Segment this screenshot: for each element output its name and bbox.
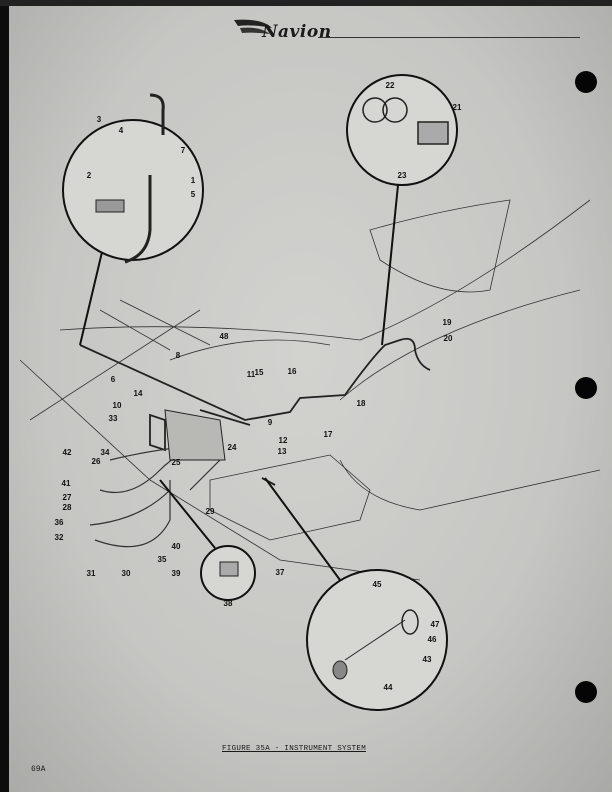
- punch-hole: [575, 71, 597, 93]
- callout-47: 47: [431, 620, 440, 629]
- navion-wing-logo: [234, 19, 272, 34]
- callout-34: 34: [101, 448, 110, 457]
- detail-leaders: [79, 184, 399, 581]
- callout-42: 42: [63, 448, 72, 457]
- callout-37: 37: [276, 568, 285, 577]
- callout-8: 8: [176, 351, 181, 360]
- callout-22: 22: [386, 81, 395, 90]
- callout-5: 5: [191, 190, 196, 199]
- callout-26: 26: [92, 457, 101, 466]
- callout-36: 36: [55, 518, 64, 527]
- callout-41: 41: [62, 479, 71, 488]
- punch-hole: [575, 681, 597, 703]
- callout-11: 11: [247, 370, 256, 379]
- callout-15: 15: [255, 368, 264, 377]
- callout-31: 31: [87, 569, 96, 578]
- scan-edge: [0, 0, 612, 6]
- callout-25: 25: [172, 458, 181, 467]
- callout-30: 30: [122, 569, 131, 578]
- punch-hole: [575, 377, 597, 399]
- callout-3: 3: [97, 115, 102, 124]
- scan-edge: [0, 0, 9, 792]
- callout-33: 33: [109, 414, 118, 423]
- callout-40: 40: [172, 542, 181, 551]
- callout-32: 32: [55, 533, 64, 542]
- detail-circles: [62, 74, 458, 711]
- callout-24: 24: [228, 443, 237, 452]
- instrument-panel: [164, 409, 226, 461]
- callout-48: 48: [220, 332, 229, 341]
- callout-10: 10: [113, 401, 122, 410]
- callout-20: 20: [444, 334, 453, 343]
- callout-14: 14: [134, 389, 143, 398]
- callout-17: 17: [324, 430, 333, 439]
- callout-38: 38: [224, 599, 233, 608]
- callout-1: 1: [191, 176, 196, 185]
- callout-43: 43: [423, 655, 432, 664]
- callout-21: 21: [453, 103, 462, 112]
- callout-16: 16: [288, 367, 297, 376]
- figure-caption: FIGURE 35A - INSTRUMENT SYSTEM: [222, 745, 367, 753]
- detail-parts: [95, 93, 449, 680]
- callout-7: 7: [181, 146, 186, 155]
- header-rule: [318, 37, 580, 38]
- callout-12: 12: [279, 436, 288, 445]
- callout-9: 9: [268, 418, 273, 427]
- callout-35: 35: [158, 555, 167, 564]
- callout-29: 29: [206, 507, 215, 516]
- callout-39: 39: [172, 569, 181, 578]
- callout-46: 46: [428, 635, 437, 644]
- callout-4: 4: [119, 126, 124, 135]
- callout-23: 23: [398, 171, 407, 180]
- callout-45: 45: [373, 580, 382, 589]
- pitot-static-lines: [79, 337, 431, 452]
- callout-13: 13: [278, 447, 287, 456]
- callout-19: 19: [443, 318, 452, 327]
- page-number: 69A: [31, 765, 46, 774]
- header-logo: Navion: [262, 22, 332, 42]
- callout-28: 28: [63, 503, 72, 512]
- airframe-outline: [19, 199, 601, 581]
- callout-2: 2: [87, 171, 92, 180]
- callout-27: 27: [63, 493, 72, 502]
- callout-44: 44: [384, 683, 393, 692]
- callout-18: 18: [357, 399, 366, 408]
- callout-6: 6: [111, 375, 116, 384]
